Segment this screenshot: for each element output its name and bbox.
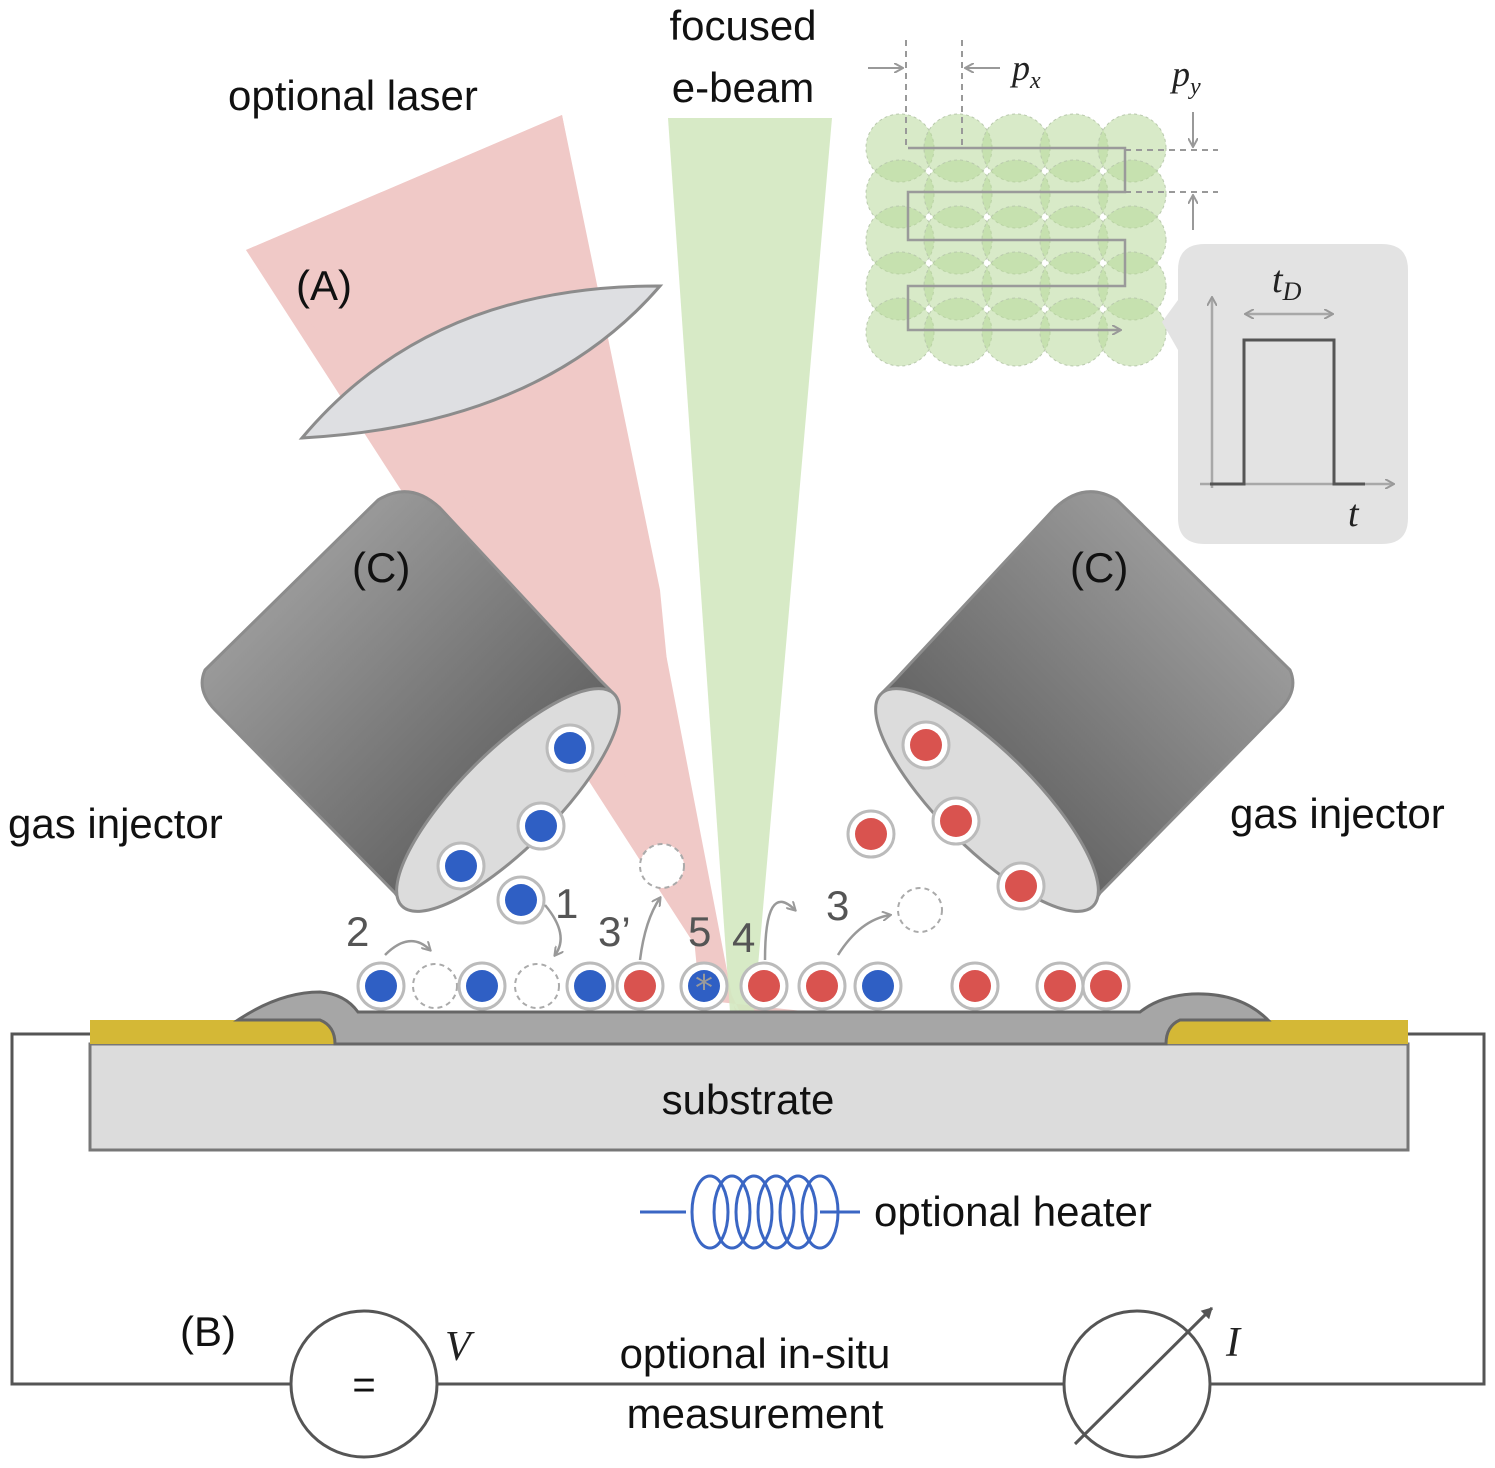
pulse-waveform [1210, 338, 1365, 486]
measurement-label-line1: optional in-situ [620, 1330, 891, 1377]
empty-site [514, 963, 560, 1009]
substrate [88, 1042, 1410, 1152]
label-b: (B) [180, 1308, 236, 1355]
empty-site [897, 887, 943, 933]
red-molecule [910, 729, 942, 761]
gas-injector-left-label: gas injector [8, 800, 223, 847]
step-4-label: 4 [732, 914, 755, 961]
scan-dot [865, 297, 935, 367]
ammeter-needle [1073, 1306, 1214, 1446]
label-c-left: (C) [352, 544, 410, 591]
step-1-arrow [544, 904, 561, 955]
gold-contact-right [1166, 1020, 1408, 1044]
current-var: I [1225, 1320, 1242, 1366]
red-molecule [1044, 970, 1076, 1002]
step-3-label: 3 [826, 882, 849, 929]
blue-molecule [365, 970, 397, 1002]
scan-pattern [865, 113, 1167, 367]
blue-molecule [525, 810, 557, 842]
heater-loop [756, 1174, 796, 1250]
t-axis-label: t [1348, 493, 1360, 535]
red-molecule [1090, 970, 1122, 1002]
step-3p-arrow [638, 898, 660, 961]
label-a: (A) [296, 262, 352, 309]
empty-site [412, 963, 458, 1009]
circuit-wire [10, 1032, 1486, 1386]
optional-heater-label: optional heater [874, 1188, 1152, 1235]
blue-molecule [574, 970, 606, 1002]
scan-dot [1039, 297, 1109, 367]
py-label: py [1169, 54, 1201, 100]
red-molecule [855, 818, 887, 850]
scan-dot [923, 297, 993, 367]
optional-laser-label: optional laser [228, 72, 478, 119]
red-molecule [959, 970, 991, 1002]
blue-molecule [554, 732, 586, 764]
voltage-var: V [445, 1324, 475, 1370]
heater-coil-icon [640, 1174, 860, 1250]
red-molecule [940, 805, 972, 837]
blue-molecule [688, 970, 720, 1002]
focused-label: focused [669, 2, 816, 49]
red-molecule [806, 970, 838, 1002]
step-2-label: 2 [346, 908, 369, 955]
blue-molecule [505, 884, 537, 916]
scan-dot [981, 297, 1051, 367]
label-c-right: (C) [1070, 544, 1128, 591]
scan-dot [1097, 297, 1167, 367]
red-molecule [748, 970, 780, 1002]
blue-molecule [445, 850, 477, 882]
step-1-label: 1 [555, 880, 578, 927]
pulse-inset-panel [1162, 244, 1408, 544]
step-5-label: 5 [688, 908, 711, 955]
dissociation-star-icon: * [695, 968, 713, 1009]
ebeam-label: e-beam [672, 64, 814, 111]
voltage-source-icon [289, 1309, 439, 1459]
blue-molecule [466, 970, 498, 1002]
blue-molecule [862, 970, 894, 1002]
electron-beam [668, 118, 832, 1012]
substrate-label: substrate [662, 1076, 835, 1123]
gold-contact-left [90, 1020, 335, 1044]
step-2-arrow [384, 940, 430, 956]
red-molecule [624, 970, 656, 1002]
scan-path [906, 146, 1127, 330]
empty-site [639, 843, 685, 889]
gas-injector-right-label: gas injector [1230, 790, 1445, 837]
voltage-symbol: = [352, 1363, 375, 1407]
px-label: px [1009, 48, 1041, 94]
lens-icon [298, 284, 664, 440]
heater-loop [734, 1174, 774, 1250]
measurement-label-line2: measurement [627, 1390, 884, 1437]
td-label: tD [1272, 259, 1302, 306]
heater-loop [712, 1174, 752, 1250]
red-molecule [1005, 870, 1037, 902]
heater-loop [800, 1174, 840, 1250]
step-3p-label: 3’ [598, 908, 631, 955]
step-3-arrow [836, 915, 890, 956]
heater-loop [778, 1174, 818, 1250]
molecules: * [356, 720, 1131, 1011]
deposit-layer [233, 990, 1272, 1046]
step-4-arrow [763, 900, 795, 961]
heater-loop [690, 1174, 730, 1250]
laser-beam-lower [246, 115, 812, 1012]
